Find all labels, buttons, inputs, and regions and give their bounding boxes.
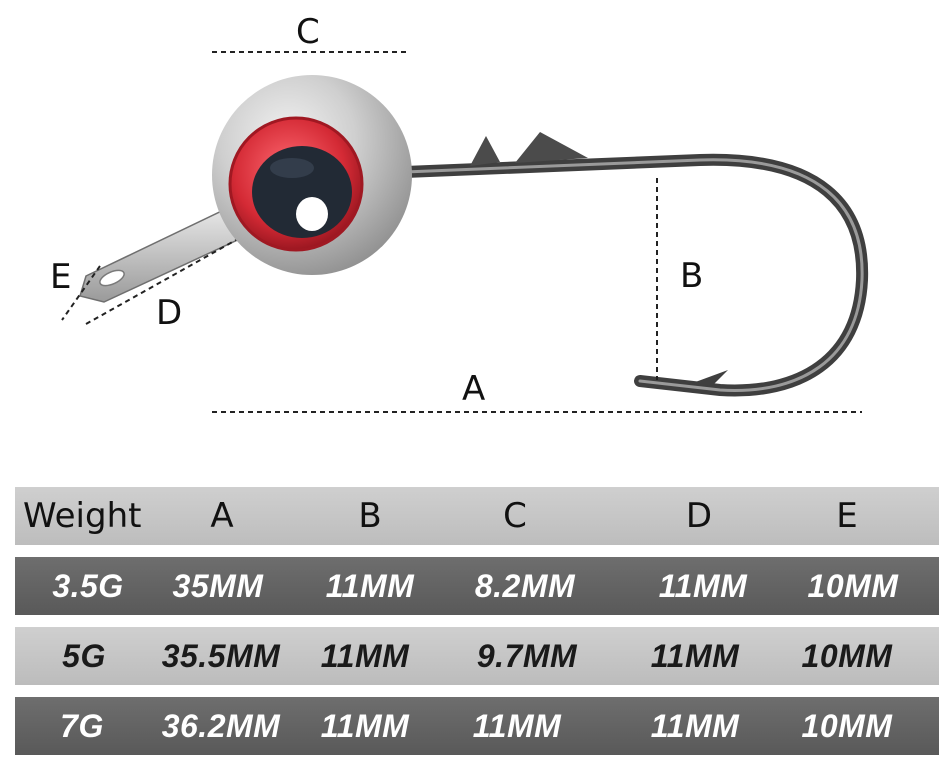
cell-e: 10MM [807, 568, 899, 604]
header-c: C [503, 496, 527, 536]
table-row: 7G 36.2MM 11MM 11MM 11MM 10MM [15, 697, 939, 755]
cell-b: 11MM [325, 568, 415, 604]
spec-table: Weight A B C D E 3.5G 35MM 11MM 8.2MM 11… [15, 487, 939, 767]
table-row: 5G 35.5MM 11MM 9.7MM 11MM 10MM [15, 627, 939, 685]
cell-b: 11MM [320, 638, 410, 674]
cell-a: 35.5MM [161, 638, 281, 674]
header-d: D [685, 496, 713, 536]
dimension-a-label: A [462, 369, 485, 409]
eye-icon [228, 116, 364, 252]
cell-a: 36.2MM [161, 708, 281, 744]
dimension-d-label: D [156, 293, 182, 333]
jig-head [212, 75, 412, 275]
table-row: 3.5G 35MM 11MM 8.2MM 11MM 10MM [15, 557, 939, 615]
dimension-e-label: E [50, 257, 71, 297]
dimension-d-line [85, 239, 237, 325]
dimension-e-line [61, 265, 101, 321]
header-weight: Weight [23, 496, 142, 536]
hook-wire [399, 132, 869, 397]
header-b: B [358, 496, 382, 536]
cell-b: 11MM [320, 708, 410, 744]
cell-e: 10MM [801, 638, 893, 674]
table-header-row: Weight A B C D E [15, 487, 939, 545]
dimension-b-label: B [680, 256, 703, 296]
cell-c: 9.7MM [476, 638, 578, 674]
dimension-c-label: C [296, 12, 320, 52]
cell-c: 11MM [472, 708, 562, 744]
header-a: A [210, 496, 234, 536]
cell-c: 8.2MM [474, 568, 576, 604]
line-tie-tab [79, 207, 248, 303]
cell-d: 11MM [650, 708, 740, 744]
cell-weight: 7G [60, 708, 104, 744]
cell-d: 11MM [650, 638, 740, 674]
cell-weight: 5G [62, 638, 106, 674]
header-e: E [836, 496, 858, 536]
cell-weight: 3.5G [52, 568, 124, 604]
jig-hook-diagram: C E D B A [50, 12, 869, 413]
cell-a: 35MM [172, 568, 264, 604]
cell-d: 11MM [658, 568, 748, 604]
cell-e: 10MM [801, 708, 893, 744]
